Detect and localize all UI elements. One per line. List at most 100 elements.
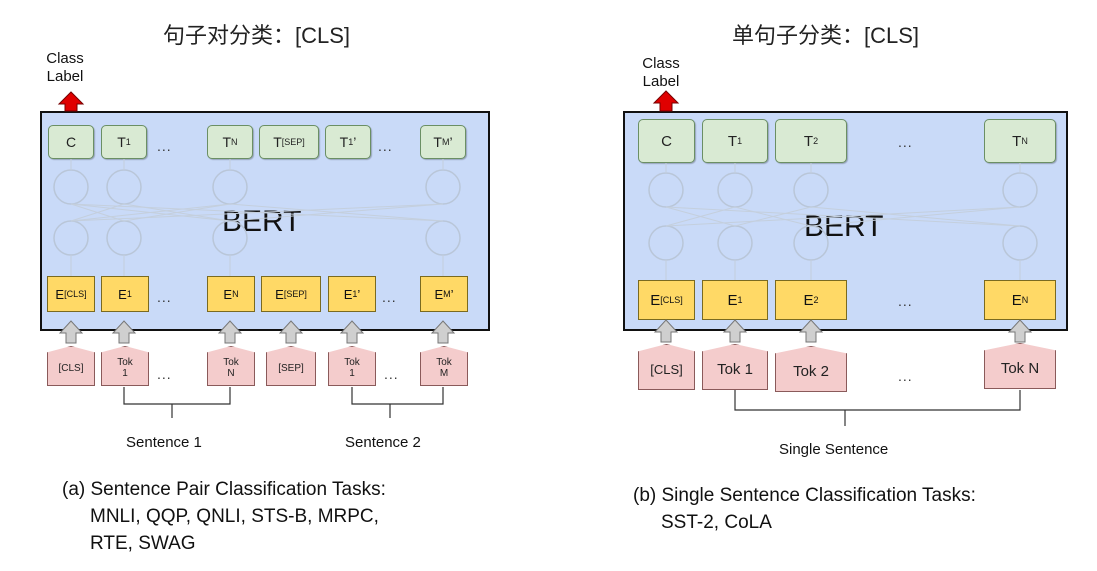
left-network-edges bbox=[70, 159, 444, 276]
left-embedding-en-main: E bbox=[223, 286, 233, 302]
left-embedding-cls: E[CLS] bbox=[47, 276, 95, 312]
left-embedding-e1-sub: 1 bbox=[126, 289, 132, 299]
right-token-tokn-text: Tok N bbox=[1000, 359, 1040, 377]
left-panel-title: 句子对分类：[CLS] bbox=[163, 23, 351, 48]
left-output-tsep-sub: [SEP] bbox=[281, 137, 305, 147]
right-token-tokn: Tok N bbox=[984, 343, 1056, 389]
right-class-arrow-icon bbox=[652, 90, 680, 112]
left-output-ellipsis-2: ... bbox=[378, 138, 393, 154]
right-single-sentence-label: Single Sentence bbox=[779, 441, 889, 458]
left-output-t1-main: T bbox=[117, 134, 126, 150]
right-class-label-line2: Label bbox=[642, 73, 680, 90]
right-class-label: Class Label bbox=[636, 55, 686, 91]
left-class-label-line2: Label bbox=[46, 68, 84, 85]
right-panel-title: 单句子分类：[CLS] bbox=[732, 23, 920, 48]
left-embedding-emprime-mark: ’ bbox=[450, 286, 454, 302]
right-output-t1-sub: 1 bbox=[737, 136, 743, 146]
right-embedding-en-main: E bbox=[1011, 291, 1022, 309]
left-caption-line1: (a) Sentence Pair Classification Tasks: bbox=[62, 479, 386, 500]
left-output-tmprime-sub: M bbox=[441, 137, 450, 147]
right-caption: (b) Single Sentence Classification Tasks… bbox=[633, 482, 976, 536]
left-token-tokm-line2: M bbox=[439, 368, 449, 379]
right-embedding-e1-main: E bbox=[727, 291, 738, 309]
right-output-c-text: C bbox=[661, 132, 672, 150]
left-embedding-en-sub: N bbox=[232, 289, 239, 299]
right-token-ellipsis: ... bbox=[898, 368, 913, 384]
right-output-c: C bbox=[638, 119, 695, 163]
left-output-t1-sub: 1 bbox=[125, 137, 131, 147]
left-caption-line2: MNLI, QQP, QNLI, STS-B, MRPC, bbox=[90, 506, 379, 527]
left-embedding-e1prime-mark: ’ bbox=[357, 286, 361, 302]
left-embedding-e1prime-main: E bbox=[343, 286, 353, 302]
left-sentence-brackets bbox=[123, 387, 444, 418]
left-embedding-cls-sub: [CLS] bbox=[64, 289, 87, 299]
left-embedding-cls-main: E bbox=[55, 286, 65, 302]
left-embedding-sep-sub: [SEP] bbox=[283, 289, 307, 299]
right-caption-line1: (b) Single Sentence Classification Tasks… bbox=[633, 485, 976, 506]
left-embedding-sep-main: E bbox=[275, 286, 284, 302]
left-sentence2-label: Sentence 2 bbox=[345, 434, 421, 451]
left-class-arrow-icon bbox=[57, 91, 85, 112]
right-token-tok2: Tok 2 bbox=[775, 346, 847, 392]
right-output-tn-sub: N bbox=[1021, 136, 1028, 146]
right-output-t2-main: T bbox=[803, 132, 814, 150]
right-class-label-line1: Class bbox=[642, 55, 680, 72]
right-output-t1-main: T bbox=[727, 132, 738, 150]
left-token-tokn-line2: N bbox=[227, 368, 235, 379]
left-token-sep-text: [SEP] bbox=[278, 362, 304, 374]
right-embedding-en-sub: N bbox=[1021, 295, 1029, 305]
left-token-tokm-line1: Tok bbox=[436, 357, 452, 368]
left-token-tok1b-line1: Tok bbox=[344, 357, 360, 368]
right-embedding-e2-main: E bbox=[803, 291, 814, 309]
right-embedding-cls-sub: [CLS] bbox=[660, 295, 683, 305]
left-output-tmprime-mark: ’ bbox=[449, 134, 453, 150]
right-input-arrows bbox=[653, 319, 1033, 343]
left-embedding-emprime-main: E bbox=[434, 286, 444, 302]
right-output-tn-main: T bbox=[1012, 132, 1022, 150]
right-embedding-ellipsis: ... bbox=[898, 293, 913, 309]
right-embedding-cls: E[CLS] bbox=[638, 280, 695, 320]
left-embedding-emprime-sub: M bbox=[443, 289, 451, 299]
left-token-cls-text: [CLS] bbox=[58, 362, 84, 374]
left-output-t1prime-mark: ’ bbox=[353, 134, 357, 150]
left-embedding-e1-main: E bbox=[118, 286, 127, 302]
right-embedding-cls-main: E bbox=[650, 291, 661, 309]
left-output-tsep: T[SEP] bbox=[259, 125, 319, 159]
right-sentence-bracket bbox=[734, 390, 1021, 426]
left-token-tok1b-line2: 1 bbox=[349, 368, 355, 379]
left-caption: (a) Sentence Pair Classification Tasks: … bbox=[62, 476, 386, 557]
left-token-tok1-line1: Tok bbox=[117, 357, 133, 368]
left-output-ellipsis: ... bbox=[157, 138, 172, 154]
left-output-t1prime-main: T bbox=[339, 134, 349, 150]
left-token-tok1-line2: 1 bbox=[122, 368, 128, 379]
left-embedding-ellipsis: ... bbox=[157, 289, 172, 305]
left-embedding-ellipsis-2: ... bbox=[382, 289, 397, 305]
left-output-c: C bbox=[48, 125, 94, 159]
right-token-tok1: Tok 1 bbox=[702, 344, 768, 390]
right-output-ellipsis: ... bbox=[898, 134, 913, 150]
left-output-tsep-main: T bbox=[273, 134, 282, 150]
left-input-arrows bbox=[58, 320, 456, 344]
right-embedding-e2-sub: 2 bbox=[813, 295, 819, 305]
left-token-ellipsis: ... bbox=[157, 366, 172, 382]
right-token-tok1-text: Tok 1 bbox=[717, 360, 753, 378]
left-class-label-line1: Class bbox=[46, 50, 84, 67]
left-sentence1-label: Sentence 1 bbox=[126, 434, 202, 451]
right-embedding-e1-sub: 1 bbox=[737, 295, 743, 305]
left-token-tokn-line1: Tok bbox=[223, 357, 239, 368]
